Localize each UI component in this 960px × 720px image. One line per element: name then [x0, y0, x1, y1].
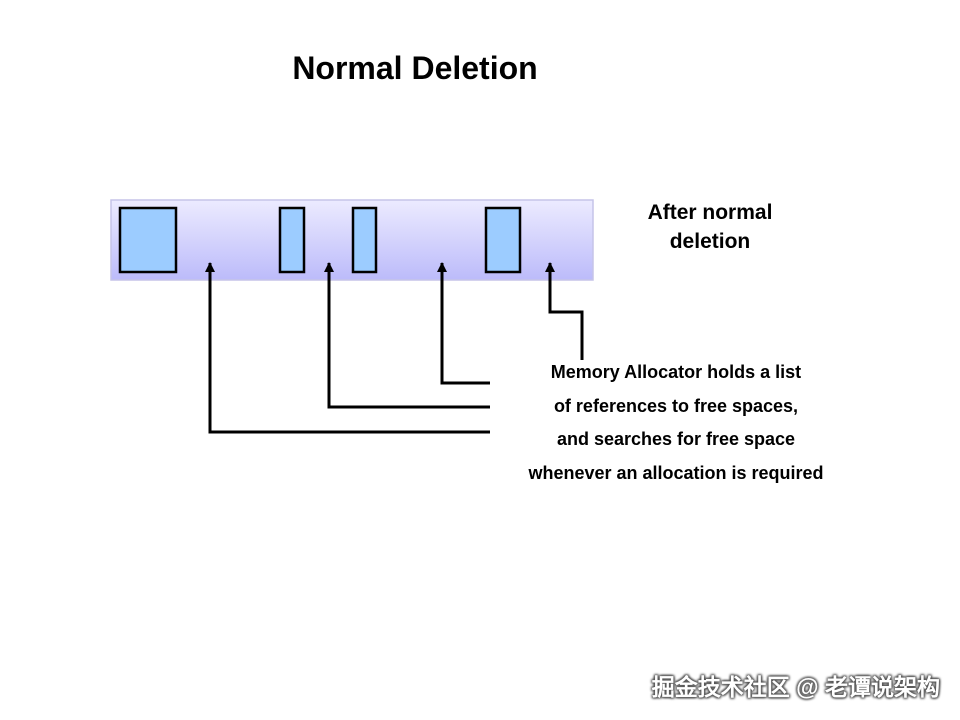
- allocated-block-4: [484, 206, 522, 274]
- allocated-block-2: [278, 206, 306, 274]
- allocator-description-line-1: Memory Allocator holds a list: [550, 362, 802, 382]
- allocator-description-line-4: whenever an allocation is required: [528, 462, 824, 483]
- allocator-description-line-2: of references to free spaces,: [553, 395, 799, 416]
- after-deletion-label-line-1: After normal: [647, 201, 773, 224]
- after-deletion-label-line-2: deletion: [669, 230, 751, 253]
- allocator-description-line-3: and searches for free space: [556, 429, 796, 449]
- after-deletion-label: After normal deletion: [600, 198, 820, 256]
- free-space-pointer-2: [324, 262, 490, 409]
- free-space-pointer-4: [545, 262, 584, 360]
- diagram-title: Normal Deletion: [292, 50, 538, 86]
- allocated-block-3: [351, 206, 378, 274]
- free-space-pointer-1: [205, 262, 490, 434]
- free-space-pointer-3: [437, 262, 490, 385]
- allocated-block-1: [118, 206, 178, 274]
- allocator-description: Memory Allocator holds a list of referen…: [470, 356, 882, 490]
- watermark: 掘金技术社区 @ 老谭说架构: [651, 674, 940, 700]
